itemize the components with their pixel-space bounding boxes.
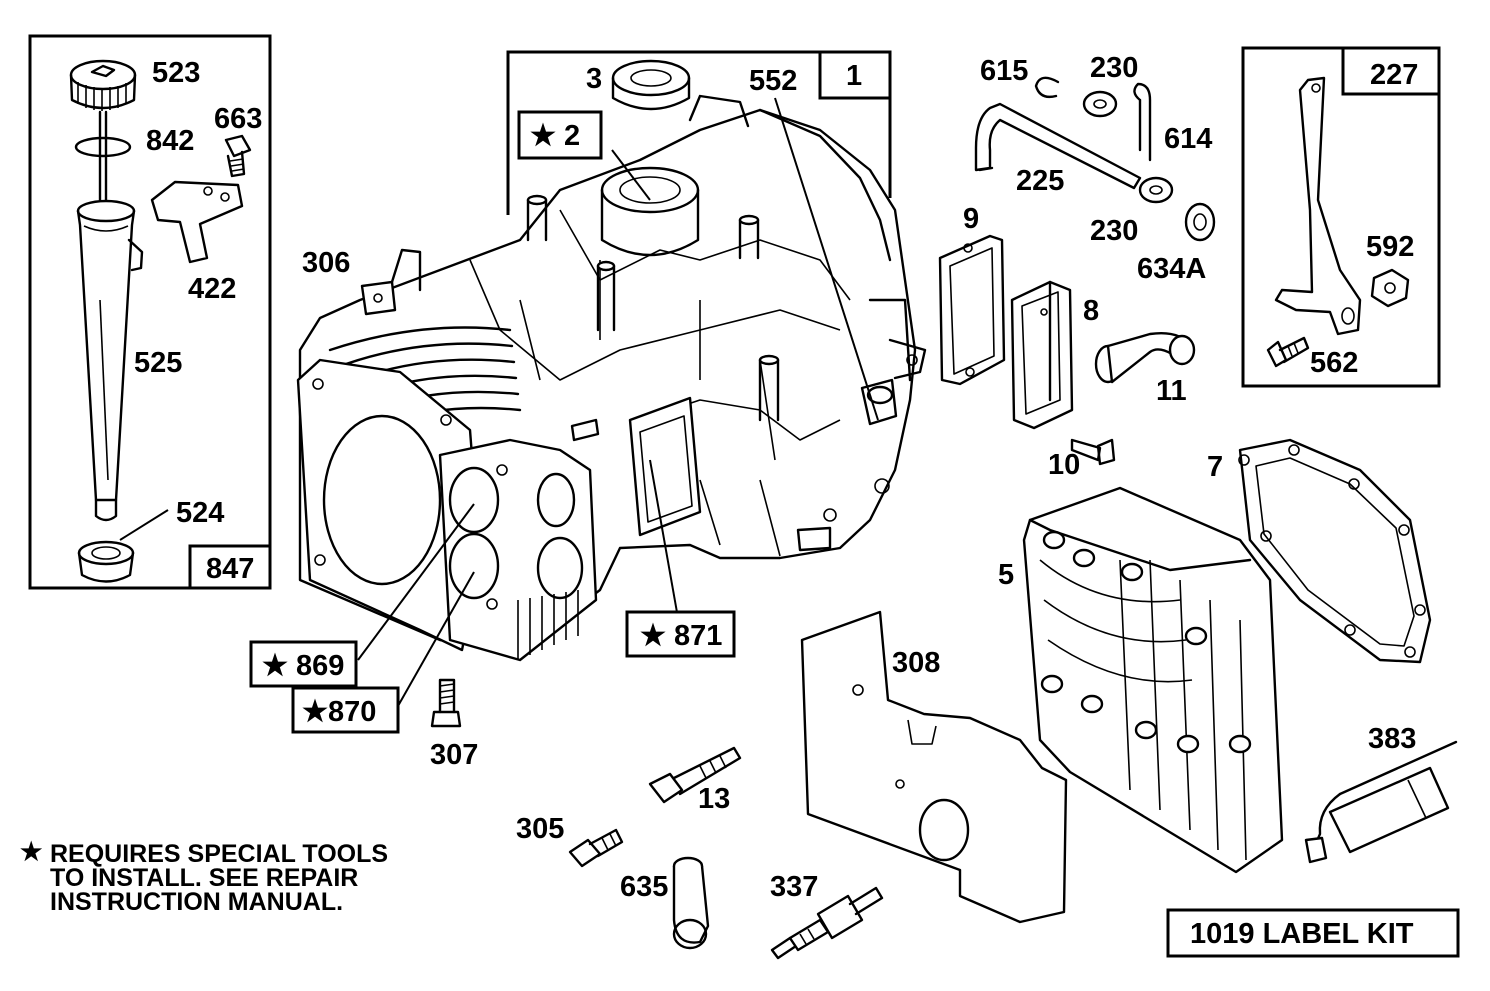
governor-lever-panel	[1241, 46, 1441, 388]
label-3: 3	[586, 63, 602, 95]
oil-seal	[611, 59, 691, 111]
shutdown-sensor	[1304, 740, 1458, 864]
label-5: 5	[998, 559, 1014, 591]
label-305: 305	[516, 813, 564, 845]
note-line-3: INSTRUCTION MANUAL.	[50, 888, 343, 916]
leader-871	[649, 459, 679, 619]
box-847	[188, 544, 272, 590]
breather-hose	[1094, 332, 1196, 384]
screw-10	[1070, 438, 1116, 466]
label-847: 847	[206, 553, 254, 585]
governor-parts	[974, 76, 1216, 242]
label-307: 307	[430, 739, 478, 771]
label-337: 337	[770, 871, 818, 903]
dipstick-panel	[28, 34, 272, 590]
label-524: 524	[176, 497, 224, 529]
label-614: 614	[1164, 123, 1212, 155]
box-label-kit	[1166, 908, 1460, 958]
label-870: ★870	[302, 696, 376, 728]
label-592: 592	[1366, 231, 1414, 263]
box-227	[1341, 46, 1441, 96]
label-383: 383	[1368, 723, 1416, 755]
dipstick-cap	[69, 59, 137, 111]
label-615: 615	[980, 55, 1028, 87]
label-871: ★ 871	[640, 620, 722, 652]
label-2: ★ 2	[530, 120, 580, 152]
head-gasket	[1238, 438, 1432, 664]
label-525: 525	[134, 347, 182, 379]
o-ring	[74, 110, 132, 202]
label-635: 635	[620, 871, 668, 903]
breather-gasket	[938, 234, 1006, 386]
screw-305	[568, 828, 624, 868]
box-870	[291, 686, 400, 734]
label-306: 306	[302, 247, 350, 279]
label-230-bottom: 230	[1090, 215, 1138, 247]
tube-bracket	[150, 180, 244, 264]
label-869: ★ 869	[262, 650, 344, 682]
cylinder-block	[296, 94, 927, 662]
label-11: 11	[1156, 375, 1187, 407]
label-10: 10	[1048, 449, 1080, 481]
label-kit-text: 1019 LABEL KIT	[1190, 918, 1414, 950]
label-842: 842	[146, 125, 194, 157]
dipstick-panel-frame	[28, 34, 272, 590]
label-225: 225	[1016, 165, 1064, 197]
label-552: 552	[749, 65, 797, 97]
note-star: ★	[20, 838, 43, 866]
label-9: 9	[963, 203, 979, 235]
spark-plug	[770, 886, 884, 960]
leader-869	[357, 503, 475, 661]
air-deflector	[800, 610, 1068, 924]
label-1: 1	[846, 60, 862, 92]
leader-870	[397, 571, 475, 707]
label-523: 523	[152, 57, 200, 89]
leader-2	[611, 149, 651, 201]
box-2	[517, 110, 603, 160]
label-422: 422	[188, 273, 236, 305]
dipstick-tube	[76, 199, 144, 522]
screw-307	[430, 678, 462, 728]
note-line-2: TO INSTALL. SEE REPAIR	[50, 864, 358, 892]
box-1	[818, 50, 892, 100]
note-line-1: REQUIRES SPECIAL TOOLS	[50, 840, 388, 868]
label-663: 663	[214, 103, 262, 135]
screw-663	[224, 134, 252, 178]
crankcase-callout	[506, 50, 892, 215]
leader-552	[774, 97, 879, 421]
label-230-top: 230	[1090, 52, 1138, 84]
bolt-13	[648, 746, 742, 804]
cylinder-head	[1022, 486, 1284, 874]
box-869	[249, 640, 358, 688]
label-13: 13	[698, 783, 730, 815]
grommet	[77, 540, 135, 583]
box-871	[625, 610, 736, 658]
label-7: 7	[1207, 451, 1223, 483]
elbow-fitting	[672, 856, 710, 950]
label-227: 227	[1370, 59, 1418, 91]
breather-cover	[1010, 280, 1074, 430]
part-labels: 523 663 842 422 525 524 847 3 552 1 ★ 2 …	[134, 52, 1418, 903]
label-308: 308	[892, 647, 940, 679]
label-8: 8	[1083, 295, 1099, 327]
label-562: 562	[1310, 347, 1358, 379]
special-tools-note: ★ REQUIRES SPECIAL TOOLS TO INSTALL. SEE…	[20, 838, 388, 916]
label-634a: 634A	[1137, 253, 1206, 285]
